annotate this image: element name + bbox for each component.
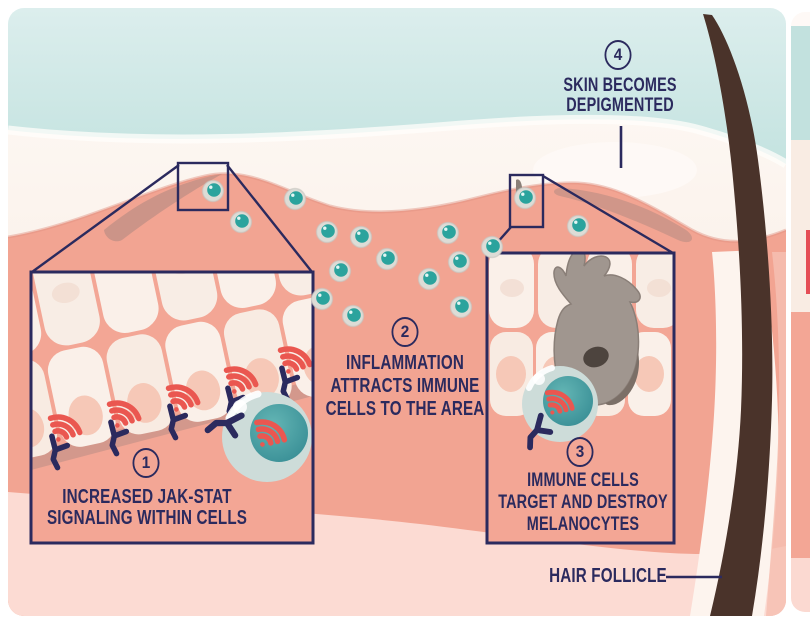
step-3-label: IMMUNE CELLS TARGET AND DESTROY MELANOCY… xyxy=(498,470,668,536)
skin-surface-highlight xyxy=(8,114,786,168)
step-1-line-2: SIGNALING WITHIN CELLS xyxy=(46,507,248,529)
step-4-line-2: DEPIGMENTED xyxy=(566,95,674,116)
immune-cell-attacking xyxy=(519,365,598,447)
magnifier-box-3-border xyxy=(485,251,676,545)
step-2-label: INFLAMMATION ATTRACTS IMMUNE CELLS TO TH… xyxy=(326,352,485,421)
step-1-number-badge: 1 xyxy=(132,448,160,478)
callout-1 xyxy=(31,161,313,273)
magnified-view-melanocyte xyxy=(487,253,674,543)
step-4-line-1: SKIN BECOMES xyxy=(563,75,677,96)
step-1-line-1: INCREASED JAK-STAT xyxy=(62,486,232,508)
hair-follicle-label: HAIR FOLLICLE xyxy=(549,565,667,587)
next-card-peek xyxy=(791,12,810,612)
hair-strand xyxy=(703,14,773,616)
step-2-line-1: INFLAMMATION xyxy=(345,352,465,374)
follicle-side-band xyxy=(766,252,786,616)
dermis-edge-shade xyxy=(8,172,786,243)
step-3-number-badge: 3 xyxy=(566,437,594,467)
step-2-line-3: CELLS TO THE AREA xyxy=(325,398,485,420)
magnified-view-jak-stat xyxy=(31,272,313,543)
step-3-line-3: MELANOCYTES xyxy=(526,514,640,535)
step-4-label: SKIN BECOMES DEPIGMENTED xyxy=(563,76,676,116)
next-card-red-sliver xyxy=(806,230,810,294)
step-3-line-1: IMMUNE CELLS xyxy=(527,470,639,491)
magnifier-box-1-border xyxy=(29,270,315,545)
main-card xyxy=(8,8,786,616)
step-2-number-badge: 2 xyxy=(391,317,419,347)
step-2-line-2: ATTRACTS IMMUNE xyxy=(330,375,480,397)
skin-fold-shadow-right xyxy=(554,188,692,243)
skin-fold-shadow-left xyxy=(104,174,222,242)
melanocyte-graphic xyxy=(553,253,641,406)
step-4-number-badge: 4 xyxy=(604,40,632,70)
step-3-line-2: TARGET AND DESTROY xyxy=(498,492,668,513)
immune-cell-graphic xyxy=(208,390,312,482)
step-1-label: INCREASED JAK-STAT SIGNALING WITHIN CELL… xyxy=(47,487,247,529)
